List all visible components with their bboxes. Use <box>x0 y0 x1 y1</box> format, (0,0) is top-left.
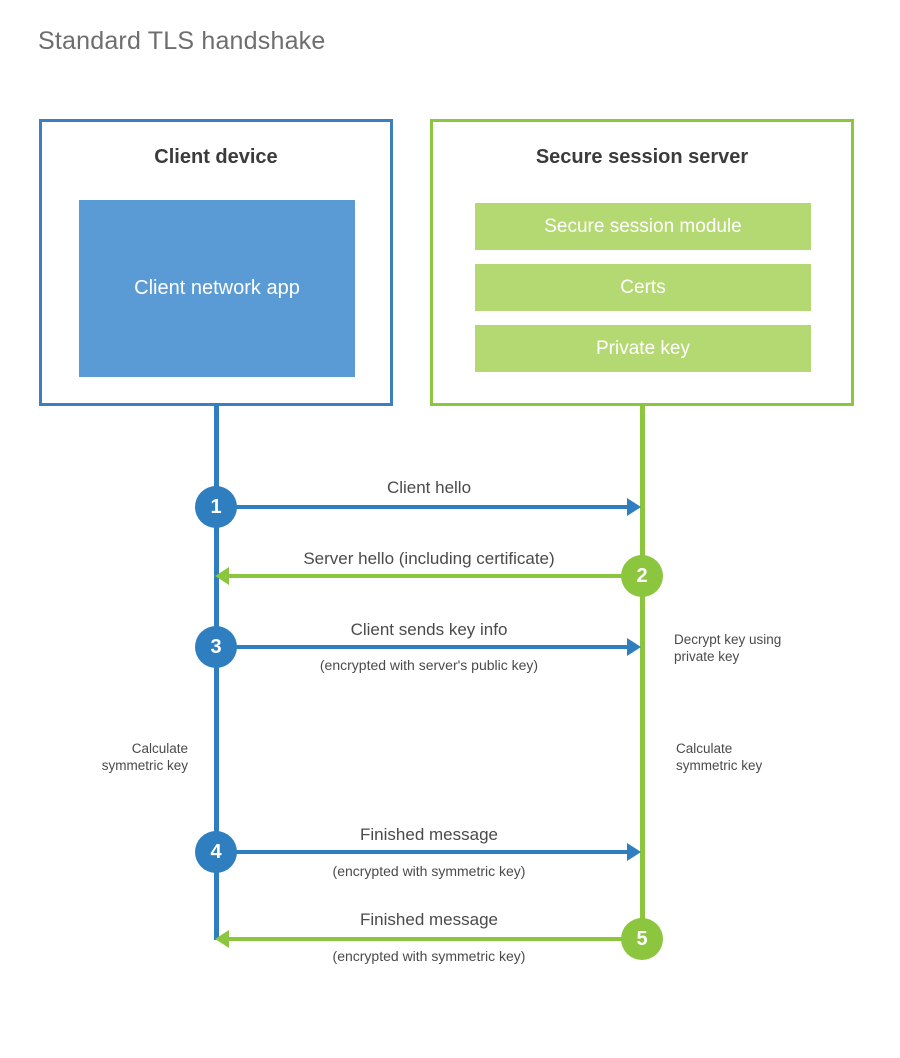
step-2-label: Server hello (including certificate) <box>303 549 555 568</box>
step-3-arrow-head-icon <box>627 638 641 656</box>
step-4-circle[interactable]: 4 <box>195 831 237 873</box>
step-4-sublabel: (encrypted with symmetric key) <box>332 863 526 879</box>
page-title: Standard TLS handshake <box>38 27 326 55</box>
server-lifeline <box>640 403 645 940</box>
step-1-arrow-line <box>216 505 628 509</box>
server-component-secure-session-module: Secure session module <box>475 203 811 250</box>
step-4-label: Finished message <box>360 825 498 844</box>
client-device-title: Client device <box>154 146 278 168</box>
step-1-circle[interactable]: 1 <box>195 486 237 528</box>
step-2-arrow-head-icon <box>215 567 229 585</box>
step-2-circle[interactable]: 2 <box>621 555 663 597</box>
step-5-circle[interactable]: 5 <box>621 918 663 960</box>
step-5-sublabel: (encrypted with symmetric key) <box>332 948 526 964</box>
step-5-label: Finished message <box>360 910 498 929</box>
step-1-arrow-head-icon <box>627 498 641 516</box>
server-component-certs: Certs <box>475 264 811 311</box>
note-server-calculate-symmetric-key: Calculate symmetric key <box>676 741 763 773</box>
secure-session-server-title: Secure session server <box>535 146 749 168</box>
step-5-arrow-line <box>228 937 642 941</box>
step-4-arrow-head-icon <box>627 843 641 861</box>
step-3-sublabel: (encrypted with server's public key) <box>319 657 539 673</box>
step-4-arrow-line <box>216 850 628 854</box>
step-3-arrow-line <box>216 645 628 649</box>
step-1-label: Client hello <box>386 478 472 497</box>
server-component-private-key: Private key <box>475 325 811 372</box>
step-2-arrow-line <box>228 574 642 578</box>
secure-session-server-box: Secure session server Secure session mod… <box>430 119 854 406</box>
step-5-arrow-head-icon <box>215 930 229 948</box>
client-network-app-block: Client network app <box>79 200 355 377</box>
step-3-circle[interactable]: 3 <box>195 626 237 668</box>
note-decrypt-key: Decrypt key using private key <box>674 632 782 664</box>
client-device-box: Client device Client network app <box>39 119 393 406</box>
client-lifeline <box>214 403 219 940</box>
note-client-calculate-symmetric-key: Calculate symmetric key <box>101 741 188 773</box>
step-3-label: Client sends key info <box>350 620 508 639</box>
server-components-list: Secure session module Certs Private key <box>475 203 811 372</box>
